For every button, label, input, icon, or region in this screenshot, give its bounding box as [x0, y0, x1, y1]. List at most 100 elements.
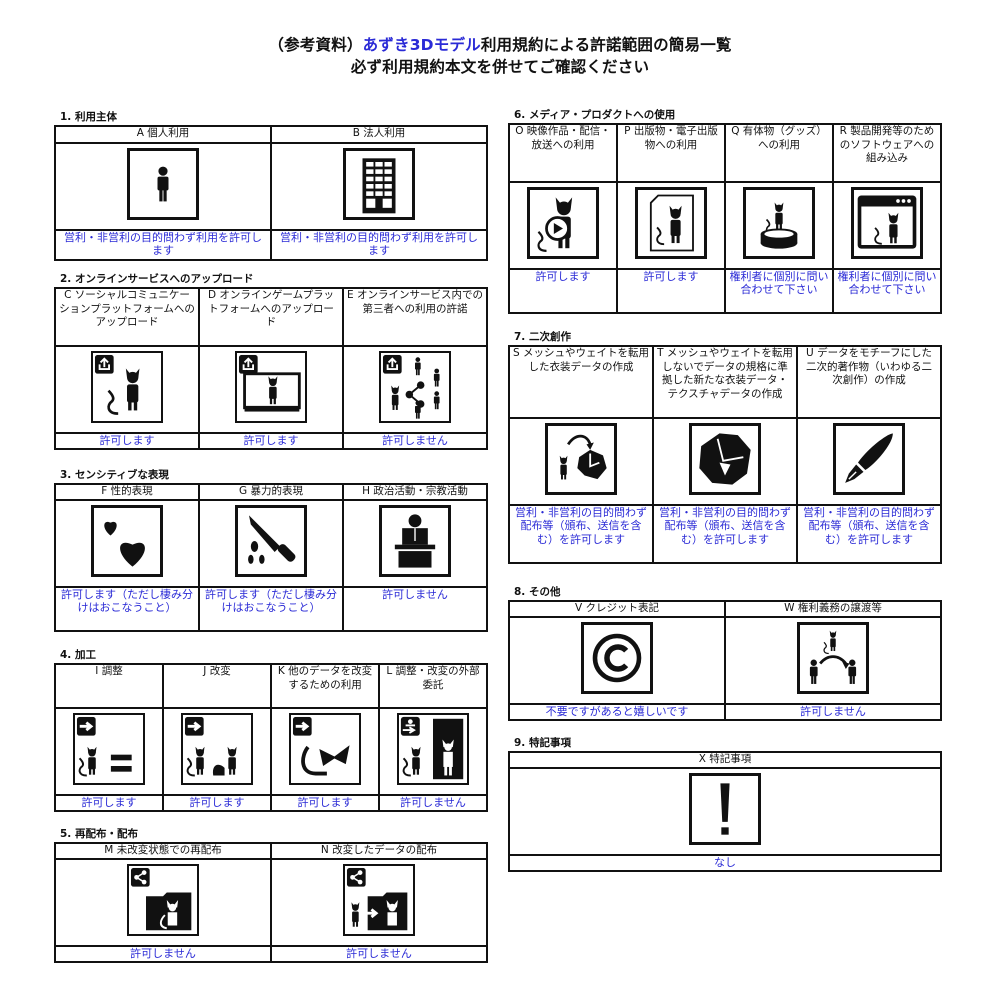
item-f-status: 許可します（ただし棲み分けはおこなうこと） [54, 585, 200, 632]
office-building-icon [343, 148, 415, 220]
permission-table: O 映像作品・配信・放送への利用 P 出版物・電子出版物への利用 Q 有体物（グ… [508, 123, 942, 314]
item-s-label: S メッシュやウェイトを転用した衣装データの作成 [508, 345, 654, 419]
section-redistribution: 5. 再配布・配布 M 未改変状態での再配布 N 改変したデータの配布 許可しま… [54, 827, 488, 963]
item-n-label: N 改変したデータの配布 [270, 842, 488, 860]
item-t-label: T メッシュやウェイトを転用しないでデータの規格に準拠した新たな衣装データ・テク… [652, 345, 798, 419]
item-k-status: 許可します [270, 793, 380, 812]
item-j-status: 許可します [162, 793, 272, 812]
modify-icon [181, 713, 253, 785]
item-s-status: 営利・非営利の目的問わず配布等（頒布、送信を含む）を許可します [508, 503, 654, 564]
permission-table: F 性的表現 G 暴力的表現 H 政治活動・宗教活動 許可します（ただし棲み分け… [54, 483, 488, 632]
item-j-label: J 改変 [162, 663, 272, 709]
transfer-rights-icon [797, 622, 869, 694]
title-suffix: 利用規約による許諾範囲の簡易一覧 [480, 36, 732, 54]
item-v-label: V クレジット表記 [508, 600, 726, 618]
item-f-label: F 性的表現 [54, 483, 200, 501]
section-title: 3. センシティブな表現 [60, 469, 169, 481]
redistribute-icon [127, 864, 199, 936]
section-online-upload: 2. オンラインサービスへのアップロード C ソーシャルコミュニケーションプラッ… [54, 272, 488, 450]
section-usage-subject: 1. 利用主体 A 個人利用 B 法人利用 営利・非営利の目的問わず利用を許可し… [54, 110, 488, 261]
section-title: 5. 再配布・配布 [60, 828, 138, 840]
copyright-icon [581, 622, 653, 694]
item-p-status: 許可します [616, 267, 726, 314]
section-title: 2. オンラインサービスへのアップロード [60, 273, 254, 285]
item-l-status: 許可しません [378, 793, 488, 812]
title-accent: あずき3Dモデル [362, 36, 481, 54]
costume-icon [689, 423, 761, 495]
permission-table: I 調整 J 改変 K 他のデータを改変するための利用 L 調整・改変の外部委託… [54, 663, 488, 812]
item-p-label: P 出版物・電子出版物への利用 [616, 123, 726, 183]
section-title: 4. 加工 [60, 649, 96, 661]
section-special-notes: 9. 特記事項 X 特記事項 なし [508, 736, 942, 872]
section-title: 9. 特記事項 [514, 737, 571, 749]
item-h-label: H 政治活動・宗教活動 [342, 483, 488, 501]
item-l-label: L 調整・改変の外部委託 [378, 663, 488, 709]
item-g-label: G 暴力的表現 [198, 483, 344, 501]
section-media-product: 6. メディア・プロダクトへの使用 O 映像作品・配信・放送への利用 P 出版物… [508, 108, 942, 314]
item-r-status: 権利者に個別に問い合わせて下さい [832, 267, 942, 314]
upload-share-icon [379, 351, 451, 423]
item-u-label: U データをモチーフにした二次的著作物（いわゆる二次創作）の作成 [796, 345, 942, 419]
item-m-label: M 未改変状態での再配布 [54, 842, 272, 860]
item-w-status: 許可しません [724, 702, 942, 721]
page-title: （参考資料）あずき3Dモデル利用規約による許諾範囲の簡易一覧 [0, 33, 1000, 55]
hearts-icon [91, 505, 163, 577]
permission-table: M 未改変状態での再配布 N 改変したデータの配布 許可しません 許可しません [54, 842, 488, 963]
page-subtitle: 必ず利用規約本文を併せてご確認ください [350, 58, 650, 76]
item-b-label: B 法人利用 [270, 125, 488, 144]
item-w-label: W 権利義務の譲渡等 [724, 600, 942, 618]
item-x-status: なし [508, 853, 942, 872]
exclamation-icon [689, 773, 761, 845]
section-title: 8. その他 [514, 586, 561, 598]
item-e-status: 許可しません [342, 431, 488, 450]
parts-use-icon [289, 713, 361, 785]
item-m-status: 許可しません [54, 944, 272, 963]
person-icon [127, 148, 199, 220]
item-g-status: 許可します（ただし棲み分けはおこなうこと） [198, 585, 344, 632]
item-r-label: R 製品開発等のためのソフトウェアへの組み込み [832, 123, 942, 183]
figure-goods-icon [743, 187, 815, 259]
video-icon [527, 187, 599, 259]
item-a-status: 営利・非営利の目的問わず利用を許可します [54, 228, 272, 261]
item-c-label: C ソーシャルコミュニケーションプラットフォームへのアップロード [54, 287, 200, 347]
permission-table: X 特記事項 なし [508, 751, 942, 872]
item-h-status: 許可しません [342, 585, 488, 632]
item-d-status: 許可します [198, 431, 344, 450]
knife-icon [235, 505, 307, 577]
permission-table: S メッシュやウェイトを転用した衣装データの作成 T メッシュやウェイトを転用し… [508, 345, 942, 564]
podium-speaker-icon [379, 505, 451, 577]
section-title: 6. メディア・プロダクトへの使用 [514, 109, 676, 121]
section-title: 7. 二次創作 [514, 331, 571, 343]
upload-game-icon [235, 351, 307, 423]
item-t-status: 営利・非営利の目的問わず配布等（頒布、送信を含む）を許可します [652, 503, 798, 564]
item-i-status: 許可します [54, 793, 164, 812]
section-derivative-works: 7. 二次創作 S メッシュやウェイトを転用した衣装データの作成 T メッシュや… [508, 330, 942, 564]
item-x-label: X 特記事項 [508, 751, 942, 769]
costume-transfer-icon [545, 423, 617, 495]
section-sensitive-expression: 3. センシティブな表現 F 性的表現 G 暴力的表現 H 政治活動・宗教活動 … [54, 468, 488, 632]
permission-table: V クレジット表記 W 権利義務の譲渡等 不要ですがあると嬉しいです 許可しませ… [508, 600, 942, 721]
permission-table: A 個人利用 B 法人利用 営利・非営利の目的問わず利用を許可します 営利・非営… [54, 125, 488, 261]
distribute-modified-icon [343, 864, 415, 936]
item-v-status: 不要ですがあると嬉しいです [508, 702, 726, 721]
item-u-status: 営利・非営利の目的問わず配布等（頒布、送信を含む）を許可します [796, 503, 942, 564]
item-q-label: Q 有体物（グッズ）への利用 [724, 123, 834, 183]
item-n-status: 許可しません [270, 944, 488, 963]
item-a-label: A 個人利用 [54, 125, 272, 144]
item-q-status: 権利者に個別に問い合わせて下さい [724, 267, 834, 314]
item-c-status: 許可します [54, 431, 200, 450]
section-processing: 4. 加工 I 調整 J 改変 K 他のデータを改変するための利用 L 調整・改… [54, 648, 488, 812]
item-b-status: 営利・非営利の目的問わず利用を許可します [270, 228, 488, 261]
pen-nib-icon [833, 423, 905, 495]
item-o-status: 許可します [508, 267, 618, 314]
software-window-icon [851, 187, 923, 259]
permission-table: C ソーシャルコミュニケーションプラットフォームへのアップロード D オンライン… [54, 287, 488, 450]
item-o-label: O 映像作品・配信・放送への利用 [508, 123, 618, 183]
item-k-label: K 他のデータを改変するための利用 [270, 663, 380, 709]
publication-icon [635, 187, 707, 259]
adjust-icon [73, 713, 145, 785]
title-prefix: （参考資料） [268, 36, 363, 54]
section-title: 1. 利用主体 [60, 111, 117, 123]
item-i-label: I 調整 [54, 663, 164, 709]
item-e-label: E オンラインサービス内での第三者への利用の許諾 [342, 287, 488, 347]
